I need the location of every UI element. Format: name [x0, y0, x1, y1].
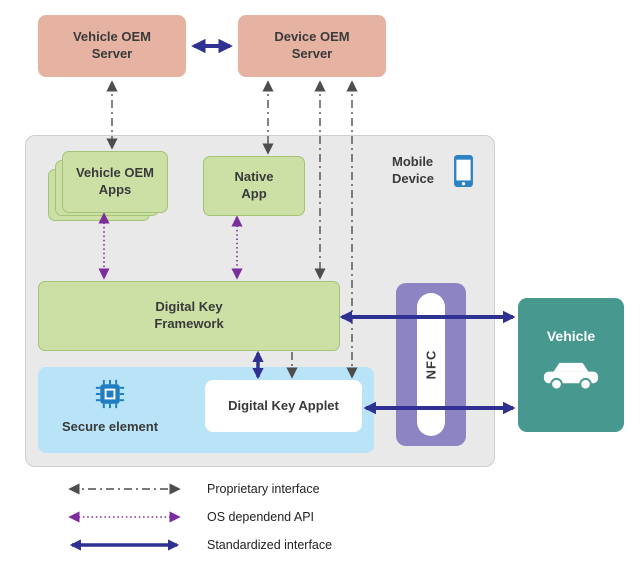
device-oem-server-label: Device OEM Server	[274, 29, 350, 61]
legend-proprietary-label: Proprietary interface	[207, 482, 320, 496]
mobile-phone-icon	[453, 154, 474, 193]
legend-proprietary-interface: Proprietary interface	[62, 481, 320, 497]
legend-os-dependent-api: OS dependend API	[62, 509, 314, 525]
secure-element-content: Secure element	[52, 379, 168, 434]
legend-standardized-interface: Standardized interface	[62, 537, 332, 553]
node-native-app: Native App	[203, 156, 305, 216]
car-icon	[542, 358, 600, 396]
chip-icon	[95, 379, 125, 414]
node-vehicle: Vehicle	[518, 298, 624, 432]
native-app-label: Native App	[234, 169, 274, 201]
vehicle-label: Vehicle	[546, 328, 596, 344]
legend-standardized-label: Standardized interface	[207, 538, 333, 552]
node-vehicle-oem-server: Vehicle OEM Server	[38, 15, 186, 77]
vehicle-oem-apps-label: Vehicle OEM Apps	[75, 165, 155, 197]
node-device-oem-server: Device OEM Server	[238, 15, 386, 77]
vehicle-oem-server-label: Vehicle OEM Server	[72, 29, 152, 61]
node-digital-key-framework: Digital Key Framework	[38, 281, 340, 351]
legend-os-api-label: OS dependend API	[207, 510, 315, 524]
mobile-device-header: Mobile Device	[392, 154, 474, 193]
legend-dash-dot-arrow	[68, 483, 181, 495]
secure-element-label: Secure element	[61, 419, 159, 434]
legend-dotted-arrow	[68, 511, 181, 523]
digital-key-applet-label: Digital Key Applet	[228, 397, 339, 413]
node-digital-key-applet: Digital Key Applet	[205, 380, 362, 432]
nfc-label: NFC	[423, 349, 439, 380]
node-vehicle-oem-apps: Vehicle OEM Apps	[62, 151, 168, 213]
node-nfc: NFC	[417, 293, 445, 436]
legend-solid-arrow	[69, 539, 180, 551]
mobile-device-label: Mobile Device	[392, 154, 434, 186]
digital-key-framework-label: Digital Key Framework	[154, 299, 224, 331]
